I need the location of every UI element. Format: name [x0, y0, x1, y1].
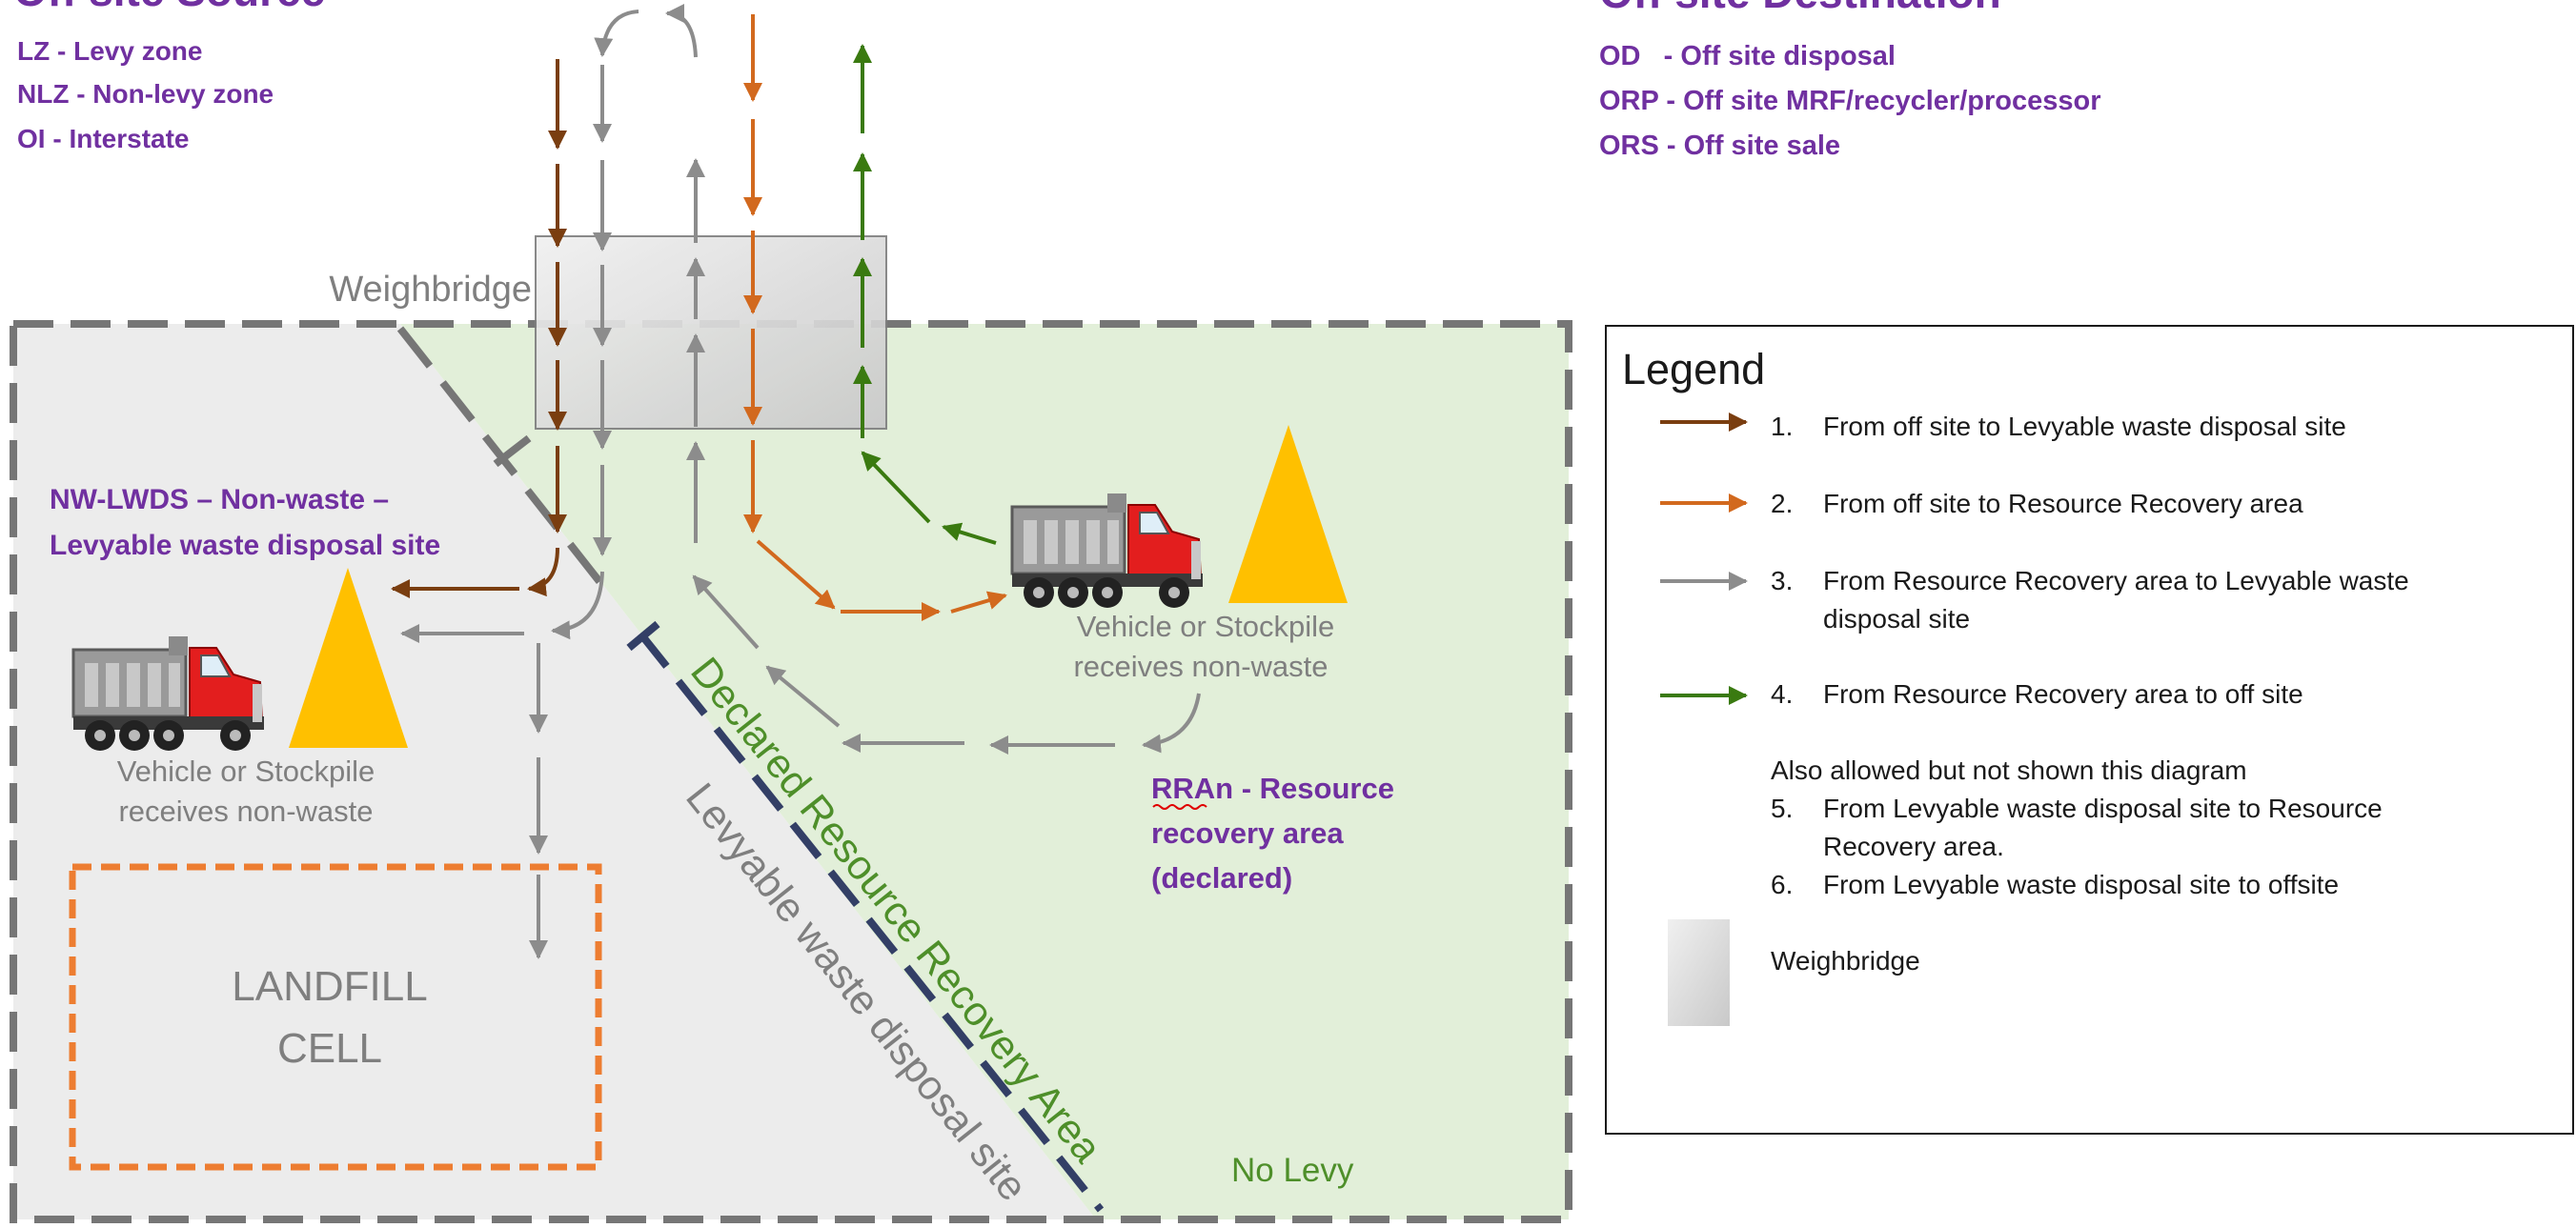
legend-box: [1605, 325, 2574, 1135]
legend-item-3-text-line1: From Resource Recovery area to Levyable …: [1823, 566, 2409, 595]
legend-also-heading: Also allowed but not shown this diagram: [1771, 755, 2247, 785]
legend-item-4-num: 4.: [1771, 679, 1793, 709]
stockpile-icon-left: [289, 568, 408, 748]
weighbridge: [535, 235, 887, 430]
legend-item-5-text-line1: From Levyable waste disposal site to Res…: [1823, 794, 2383, 823]
legend-item-3-num: 3.: [1771, 566, 1793, 595]
landfill-label-line1: LANDFILL: [232, 963, 427, 1010]
zone-divider-tick: [493, 434, 532, 468]
destination-item-ors: ORS - Off site sale: [1599, 131, 1840, 161]
flow-3-arrows: [400, 4, 1201, 959]
nw-lwds-label-line1: NW-LWDS – Non-waste –: [50, 484, 389, 515]
nw-lwds-label-line2: Levyable waste disposal site: [50, 530, 440, 561]
legend-item-5-num: 5.: [1771, 794, 1793, 823]
legend-item-2-text: From off site to Resource Recovery area: [1823, 489, 2303, 518]
legend-item-2-num: 2.: [1771, 489, 1793, 518]
source-item-lz: LZ - Levy zone: [17, 36, 202, 66]
legend-item-5-text-line2: Recovery area.: [1823, 832, 2004, 861]
legend-item-6-num: 6.: [1771, 870, 1793, 899]
destination-item-od: OD - Off site disposal: [1599, 41, 1896, 71]
no-levy-label: No Levy: [1231, 1152, 1354, 1189]
legend-item-6-text: From Levyable waste disposal site to off…: [1823, 870, 2339, 899]
legend-title: Legend: [1622, 345, 1765, 393]
right-vehicle-label-line1: Vehicle or Stockpile: [1077, 610, 1335, 643]
source-item-oi: OI - Interstate: [17, 124, 189, 153]
legend-weighbridge-label: Weighbridge: [1771, 946, 1920, 976]
flow-1-arrows: [391, 59, 567, 598]
rran-label-line3: (declared): [1151, 861, 1292, 895]
legend-weighbridge-swatch: [1668, 919, 1730, 1026]
weighbridge-label: Weighbridge: [329, 270, 532, 310]
landfill-cell: [69, 863, 602, 1171]
legend-item-4-text: From Resource Recovery area to off site: [1823, 679, 2303, 709]
zone-divider-navy-tick: [626, 620, 660, 652]
destination-item-orp: ORP - Off site MRF/recycler/processor: [1599, 86, 2100, 116]
stockpile-icon-right: [1228, 425, 1348, 603]
flow-4-arrows: [853, 44, 997, 545]
right-vehicle-label-line2: receives non-waste: [1073, 650, 1328, 683]
rran-label-line1: RRAn - Resource: [1151, 772, 1394, 805]
zone-divider-navy: [637, 631, 1105, 1213]
legend-item-3-text-line2: disposal site: [1823, 604, 1970, 634]
legend-item-1-num: 1.: [1771, 412, 1793, 441]
source-title: Off site Source: [13, 0, 325, 15]
landfill-label-line2: CELL: [277, 1025, 382, 1072]
legend-item-1-text: From off site to Levyable waste disposal…: [1823, 412, 2346, 441]
left-vehicle-label-line1: Vehicle or Stockpile: [117, 755, 375, 788]
legend: Legend 1. From off site to Levyable wast…: [1605, 325, 2574, 1135]
destination-title: Off site Destination: [1599, 0, 2001, 17]
spellcheck-squiggle: [1152, 804, 1207, 810]
levyable-zone-area: [13, 324, 1096, 1219]
rran-label-line2: recovery area: [1151, 816, 1344, 850]
source-item-nlz: NLZ - Non-levy zone: [17, 79, 274, 109]
flow-2-arrows: [743, 14, 1007, 621]
left-vehicle-label-line2: receives non-waste: [118, 795, 373, 828]
